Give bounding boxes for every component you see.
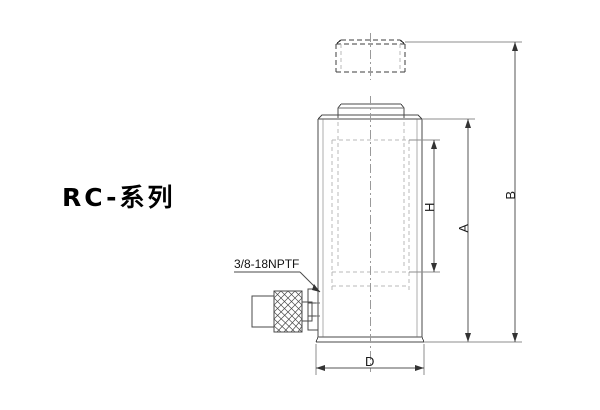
dimension-b — [405, 41, 522, 343]
dimension-b-label: B — [503, 190, 518, 199]
dimension-h — [409, 139, 440, 273]
port-label-text: 3/8-18NPTF — [234, 257, 299, 271]
dimension-d-label: D — [365, 354, 375, 369]
port-coupler-fitting — [251, 288, 320, 333]
dimension-a-label: A — [456, 223, 471, 232]
series-title: RC-系列 — [62, 183, 176, 212]
dimension-d — [315, 344, 425, 375]
port-label-leader — [234, 271, 321, 293]
dimension-h-label: H — [422, 202, 437, 212]
knurl-pattern — [273, 290, 303, 333]
